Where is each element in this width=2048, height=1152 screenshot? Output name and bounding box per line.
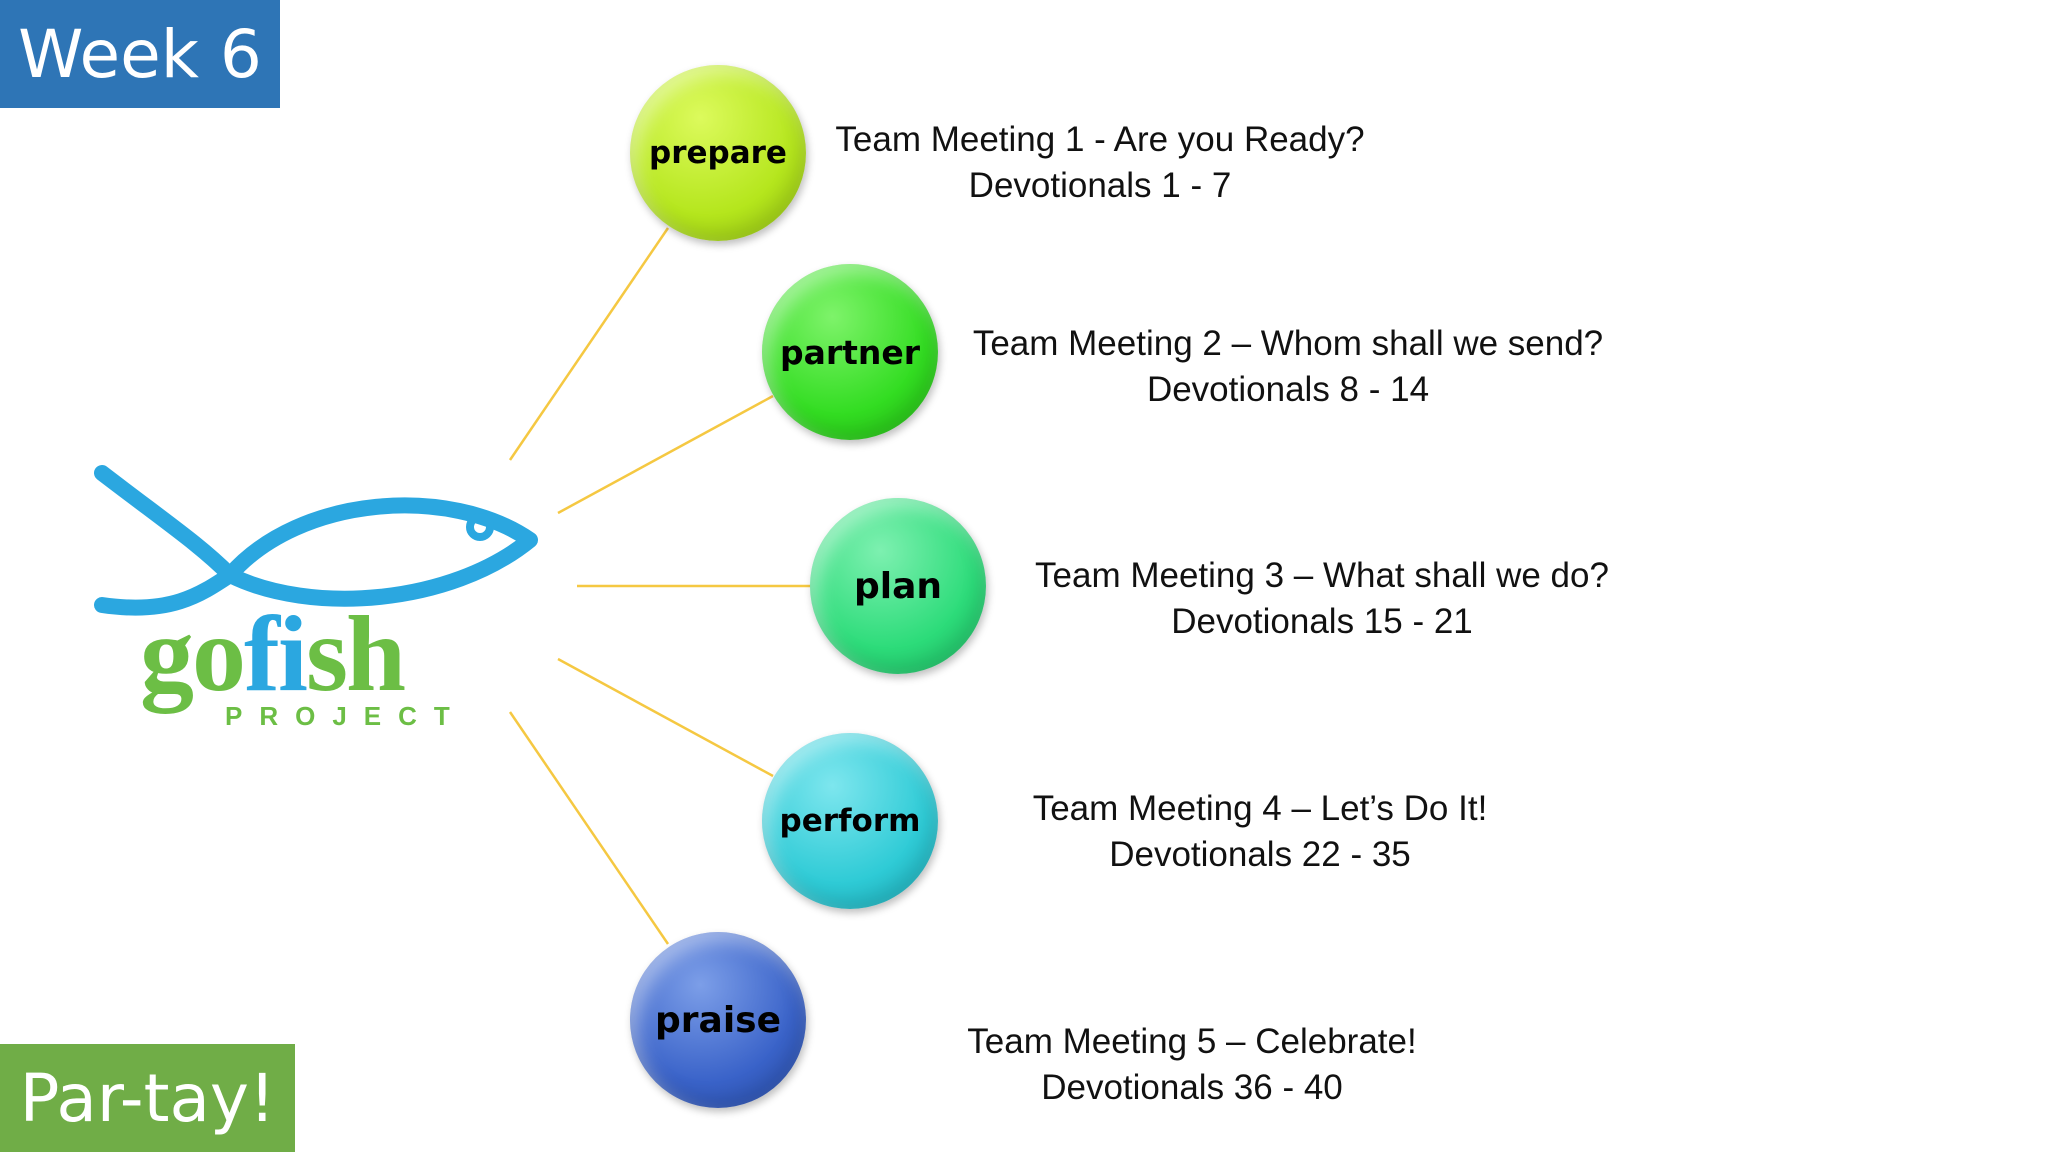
connector-perform	[557, 657, 774, 778]
meeting-2-detail: Devotionals 8 - 14	[1146, 370, 1430, 409]
party-badge: Par-tay!	[0, 1044, 295, 1152]
node-praise: praise	[630, 932, 806, 1108]
desc-meeting-3: Team Meeting 3 – What shall we do? Devot…	[942, 553, 1702, 645]
node-perform: perform	[762, 733, 938, 909]
meeting-2-title: Team Meeting 2 – Whom shall we send?	[972, 324, 1604, 363]
meeting-4-detail: Devotionals 22 - 35	[1109, 835, 1411, 874]
meeting-5-detail: Devotionals 36 - 40	[1041, 1068, 1343, 1107]
node-prepare: prepare	[630, 65, 806, 241]
gofish-logo: gofish PROJECT	[90, 455, 550, 735]
meeting-1-detail: Devotionals 1 - 7	[968, 166, 1232, 205]
node-plan: plan	[810, 498, 986, 674]
desc-meeting-5: Team Meeting 5 – Celebrate! Devotionals …	[812, 1019, 1572, 1111]
desc-meeting-2: Team Meeting 2 – Whom shall we send? Dev…	[908, 321, 1668, 413]
fish-icon	[94, 465, 538, 616]
connector-praise	[508, 711, 670, 945]
connector-partner	[557, 394, 774, 515]
desc-meeting-4: Team Meeting 4 – Let’s Do It! Devotional…	[880, 786, 1640, 878]
week-badge: Week 6	[0, 0, 280, 108]
meeting-3-detail: Devotionals 15 - 21	[1171, 602, 1473, 641]
meeting-3-title: Team Meeting 3 – What shall we do?	[1035, 556, 1609, 595]
logo-wordmark: gofish	[140, 595, 406, 714]
meeting-4-title: Team Meeting 4 – Let’s Do It!	[1032, 789, 1488, 828]
connector-prepare	[508, 227, 670, 461]
logo-subtitle: PROJECT	[225, 701, 467, 731]
meeting-5-title: Team Meeting 5 – Celebrate!	[967, 1022, 1417, 1061]
desc-meeting-1: Team Meeting 1 - Are you Ready? Devotion…	[720, 117, 1480, 209]
meeting-1-title: Team Meeting 1 - Are you Ready?	[835, 120, 1365, 159]
node-partner: partner	[762, 264, 938, 440]
